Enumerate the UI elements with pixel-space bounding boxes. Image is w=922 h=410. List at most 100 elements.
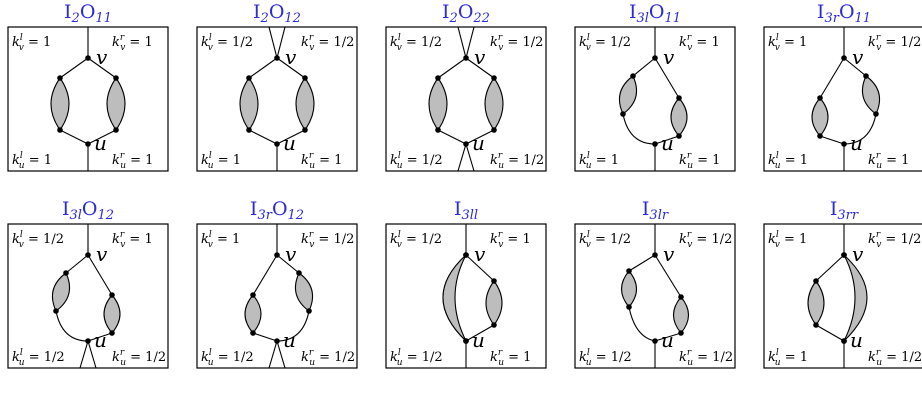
vertex-u [85,141,91,147]
k-u-left-value: 1/2 [44,350,65,365]
k-v-left-value: 1 [799,232,807,247]
k-u-left-value: 1/2 [233,350,254,365]
k-u-right-value: 1/2 [523,153,544,168]
vertex-u [841,141,847,147]
vertex-0 [296,270,302,276]
k-u-right-value: 1 [901,153,909,168]
edge-u-right [654,332,682,342]
right-lobe [295,77,315,131]
vertex-v-label: v [474,242,486,266]
vertex-1 [57,127,63,133]
vertex-v [652,252,658,258]
edge-v-left [65,254,89,274]
vertex-v [85,252,91,258]
edge-u-left [252,332,278,342]
edge-u-right [87,129,117,145]
vertex-v [274,55,280,61]
vertex-3 [109,330,115,336]
leg-top-right [465,26,475,59]
k-u-right-value: 1/2 [145,350,166,365]
right-lobe [294,272,314,312]
vertex-u-label: u [472,131,485,155]
leg-bottom-left [79,340,89,369]
vertex-u [463,141,469,147]
edge-v-right [843,57,867,77]
leg-bottom-right [276,340,286,369]
vertex-0 [630,73,636,79]
vertex-v-label: v [96,45,108,69]
vertex-2 [109,292,115,298]
k-u-right-value: 1 [712,153,720,168]
k-u-left-value: 1/2 [422,153,443,168]
edge-u-left [59,129,89,145]
k-v-left-value: 1/2 [421,232,442,247]
vertex-2 [113,75,119,81]
edge-u-left [628,306,656,342]
edge-u-right [276,129,306,145]
leg-top-right [276,26,286,59]
leg-bottom-left [457,143,467,172]
k-v-right-value: 1 [144,232,152,247]
vertex-2 [813,278,819,284]
right-lobe [861,75,881,115]
edge-v-left [248,57,278,79]
vertex-2 [302,75,308,81]
edge-v-right [654,254,682,298]
vertex-2 [676,95,682,101]
k-u-right-value: 1 [145,153,153,168]
left-lobe [807,280,825,326]
edge-u-left [55,310,89,342]
edge-u-left [622,113,656,145]
vertex-v [841,55,847,61]
leg-bottom-right [87,340,97,369]
vertex-v-label: v [663,242,675,266]
vertex-0 [435,75,441,81]
lower-lobe [672,296,690,334]
vertex-v [463,55,469,61]
vertex-0 [57,75,63,81]
leg-bottom-right [465,143,475,172]
edge-v-left [437,57,467,79]
panel-title: I3lO11 [629,1,681,26]
edge-v-left [252,254,278,296]
leg-top-left [268,26,278,59]
vertex-0 [63,270,69,276]
vertex-1 [620,111,626,117]
k-v-right-value: 1/2 [333,232,354,247]
leg-bottom-left [268,340,278,369]
k-u-left-value: 1/2 [422,350,443,365]
k-u-right-value: 1 [334,153,342,168]
edge-v-left [815,254,845,282]
edge-v-right [465,57,495,79]
vertex-u-label: u [661,328,674,352]
vertex-v-label: v [474,45,486,69]
edge-u-right [465,129,495,145]
k-v-left-value: 1 [43,35,51,50]
vertex-1 [873,111,879,117]
vertex-1 [435,127,441,133]
k-v-right-value: 1 [522,232,530,247]
k-u-left-value: 1 [611,153,619,168]
